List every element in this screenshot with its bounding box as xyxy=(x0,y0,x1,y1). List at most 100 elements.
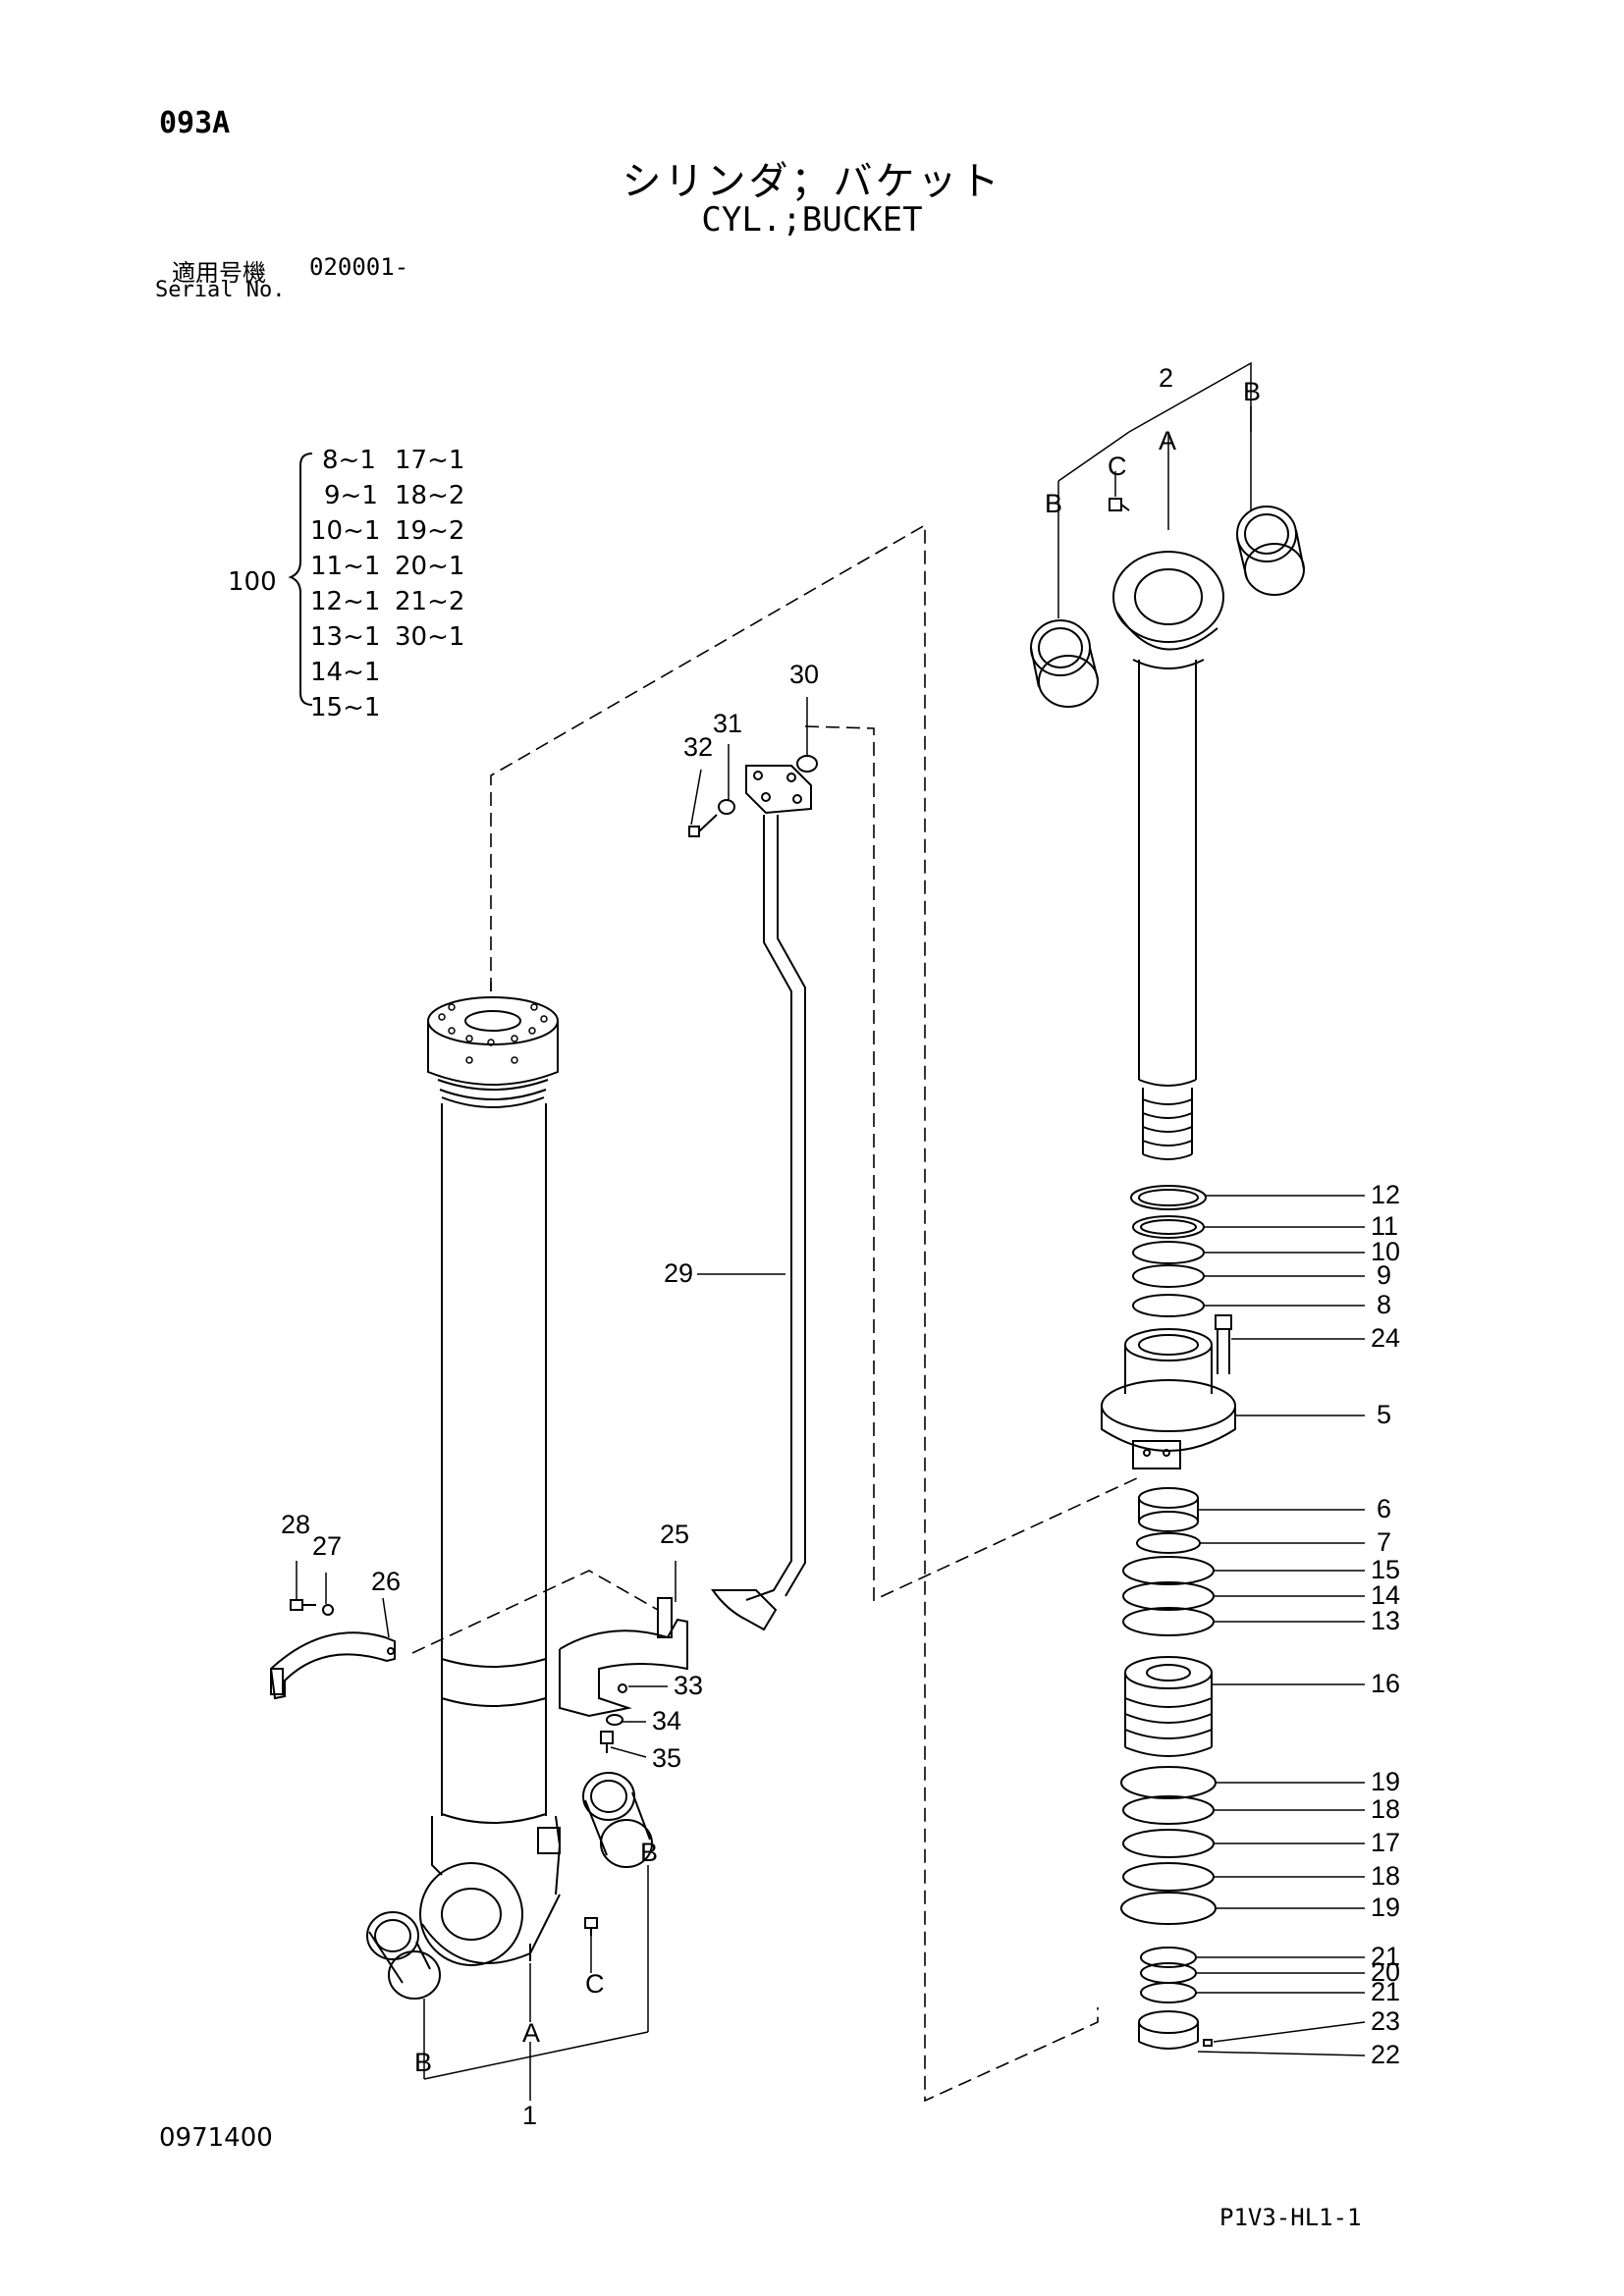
washer-part-31 xyxy=(718,799,735,815)
washer-part-27 xyxy=(322,1604,334,1616)
seal-part-14 xyxy=(1122,1581,1215,1611)
kit-item: 12~1 xyxy=(310,587,381,616)
callout-13: 13 xyxy=(1371,1606,1400,1635)
kit-item: 10~1 xyxy=(310,516,381,546)
callout-28: 28 xyxy=(281,1510,310,1539)
callout-9: 9 xyxy=(1377,1260,1391,1290)
kit-item: 30~1 xyxy=(395,622,465,652)
ring-part-17 xyxy=(1122,1829,1215,1858)
seal-part-8 xyxy=(1132,1294,1205,1317)
seal-part-11 xyxy=(1132,1215,1205,1239)
seal-part-13 xyxy=(1122,1607,1215,1636)
label-C-left: C xyxy=(585,1969,605,1999)
callout-19-upper: 19 xyxy=(1371,1767,1400,1796)
callout-21-lower: 21 xyxy=(1371,1977,1400,2006)
kit-item: 21~2 xyxy=(395,587,465,616)
callout-34: 34 xyxy=(652,1706,681,1735)
leader-lines xyxy=(296,361,1366,2101)
nut-part-22 xyxy=(1138,2010,1199,2050)
kit-item: 14~1 xyxy=(310,658,381,687)
kit-item: 13~1 xyxy=(310,622,381,652)
label-A-right: A xyxy=(1159,426,1176,455)
label-A-left: A xyxy=(522,2018,540,2048)
bolt-part-35 xyxy=(600,1731,614,1753)
right-bushing-right xyxy=(1236,506,1305,596)
label-C-right: C xyxy=(1108,452,1127,481)
callout-26: 26 xyxy=(371,1567,401,1596)
kit-item: 17~1 xyxy=(395,446,465,475)
bolt-part-28 xyxy=(290,1599,316,1611)
callout-29: 29 xyxy=(664,1258,693,1288)
bushing-part-6 xyxy=(1138,1487,1199,1532)
callout-25: 25 xyxy=(660,1520,689,1549)
callout-15: 15 xyxy=(1371,1555,1400,1584)
kit-item: 20~1 xyxy=(395,552,465,581)
callout-18-upper: 18 xyxy=(1371,1794,1400,1824)
left-grease-fitting xyxy=(584,1917,598,1936)
callout-30: 30 xyxy=(789,660,819,689)
drawing-number: 0971400 xyxy=(159,2123,273,2153)
callout-31: 31 xyxy=(713,709,742,738)
callout-32: 32 xyxy=(683,732,713,762)
callout-10: 10 xyxy=(1371,1237,1400,1266)
left-bushing-front xyxy=(366,1911,441,2000)
callout-16: 16 xyxy=(1371,1669,1400,1698)
ring-part-19-upper xyxy=(1120,1766,1217,1799)
right-bushing-left xyxy=(1030,619,1099,708)
callout-22: 22 xyxy=(1371,2040,1400,2069)
callout-1: 1 xyxy=(522,2101,537,2130)
label-B-left-right: B xyxy=(640,1838,658,1867)
callout-7: 7 xyxy=(1377,1527,1391,1557)
ring-part-18-lower xyxy=(1122,1862,1215,1892)
label-B-right-left: B xyxy=(1045,489,1062,518)
callout-24: 24 xyxy=(1371,1323,1400,1353)
ring-part-21-lower xyxy=(1140,1982,1197,2003)
kit-item: 18~2 xyxy=(395,481,465,510)
callout-5: 5 xyxy=(1377,1400,1391,1429)
kit-item: 19~2 xyxy=(395,516,465,546)
ring-part-7 xyxy=(1136,1532,1201,1554)
piston-part-16 xyxy=(1124,1656,1213,1757)
washer-part-34 xyxy=(606,1714,623,1726)
seal-part-10 xyxy=(1132,1241,1205,1264)
piston-rod xyxy=(1112,551,1224,1160)
callout-27: 27 xyxy=(312,1531,342,1561)
screw-part-23 xyxy=(1203,2039,1213,2047)
callout-35: 35 xyxy=(652,1743,681,1773)
seal-part-15 xyxy=(1122,1556,1215,1585)
callout-2: 2 xyxy=(1159,363,1173,393)
seal-part-12 xyxy=(1130,1185,1207,1210)
kit-brace xyxy=(288,453,313,706)
kit-item: 11~1 xyxy=(310,552,381,581)
serial-number-value: 020001- xyxy=(309,253,409,281)
oring-part-30 xyxy=(796,755,818,773)
callout-23: 23 xyxy=(1371,2006,1400,2036)
callout-12: 12 xyxy=(1371,1180,1400,1209)
callout-17: 17 xyxy=(1371,1828,1400,1857)
left-bushing-rear xyxy=(582,1772,653,1868)
serial-label-english: Serial No. xyxy=(155,278,286,302)
label-B-right-top: B xyxy=(1243,377,1261,406)
label-B-left-bottom: B xyxy=(414,2048,432,2077)
callout-14: 14 xyxy=(1371,1580,1400,1610)
bolt-part-24 xyxy=(1215,1314,1232,1374)
callout-19-lower: 19 xyxy=(1371,1893,1400,1922)
kit-item: 8~1 xyxy=(322,446,376,475)
title-japanese: シリンダ；バケット xyxy=(622,159,1002,204)
ring-part-19-lower xyxy=(1120,1892,1217,1925)
callout-21-upper: 21 xyxy=(1371,1942,1400,1971)
title-english: CYL.;BUCKET xyxy=(701,200,923,240)
callout-18-lower: 18 xyxy=(1371,1861,1400,1891)
bolt-part-32 xyxy=(688,814,718,837)
page-code: 093A xyxy=(159,106,231,140)
callout-6: 6 xyxy=(1377,1494,1391,1523)
right-grease-fitting xyxy=(1109,498,1130,511)
callout-8: 8 xyxy=(1377,1290,1391,1319)
rod-cover-part-5 xyxy=(1101,1328,1236,1469)
cylinder-tube xyxy=(419,996,562,1966)
bracket-part-25 xyxy=(559,1597,688,1718)
seal-part-9 xyxy=(1132,1264,1205,1288)
ring-part-18-upper xyxy=(1122,1795,1215,1825)
kit-item: 15~1 xyxy=(310,693,381,722)
